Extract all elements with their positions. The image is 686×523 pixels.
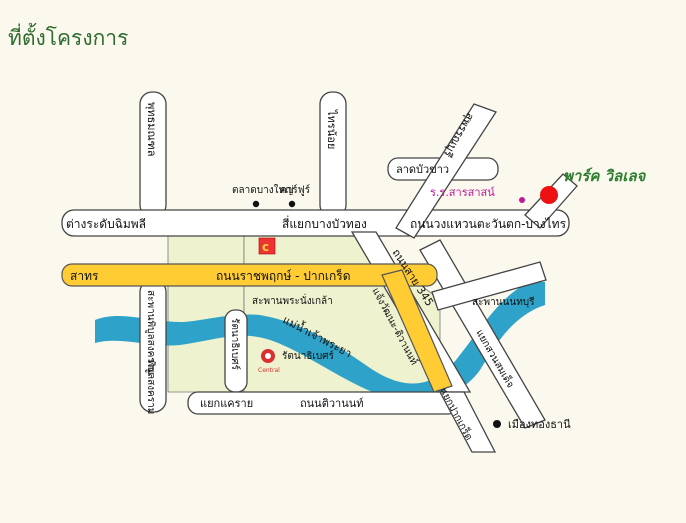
label-nonthaburi: สะพานนนทบุรี — [472, 296, 535, 308]
road-northeast — [431, 261, 547, 311]
carrefour-marker — [288, 200, 296, 208]
carrefour-logo — [258, 237, 276, 255]
label-east-road: ถนนวงแหวนตะวันตก-บางไทร — [410, 217, 567, 231]
highway-chaeng-watthana — [381, 269, 453, 393]
page-title: ที่ตั้งโครงการ — [8, 26, 129, 50]
muang-thong-marker — [493, 420, 501, 428]
label-rattanathibet-v: รัตนาธิเบศร์ — [229, 318, 241, 371]
label-ratchaphruek: ถนนราชพฤกษ์ - ปากเกร็ด — [216, 268, 351, 283]
park-village-logo: พาร์ค วิลเลจ — [563, 167, 647, 185]
label-phra-nang-klao: สะพานพระนั่งเกล้า — [252, 293, 333, 307]
road-pakkret-south — [438, 391, 497, 453]
label-muang-thong: เมืองทองธานี — [508, 418, 571, 431]
label-talad-bang-yai: ตลาดบางใหญ่ — [232, 184, 294, 196]
label-khae-rai: แยกแคราย — [200, 397, 253, 410]
label-bang-kruai2: พิบูลสงคราม — [145, 360, 156, 414]
logo-text: พาร์ค วิลเลจ — [563, 167, 647, 185]
market-marker — [252, 200, 260, 208]
label-carrefour: คาร์ฟูร์ — [280, 184, 311, 196]
central-icon — [261, 349, 275, 363]
school-marker — [519, 197, 525, 203]
label-sap-phra: สี่แยกบางบัวทอง — [282, 215, 367, 231]
label-lat-bua-khao: ลาดบัวขาว — [396, 163, 449, 176]
label-tiwanon: ถนนติวานนท์ — [300, 397, 364, 410]
label-school: ร.ร.สารสาสน์ — [430, 186, 495, 199]
label-sai-noi: ไทรน้อย — [325, 109, 338, 149]
highway-ratchaphruek — [61, 263, 438, 287]
carrefour-logo-c: c — [262, 240, 269, 254]
chao-phraya-river — [95, 282, 545, 402]
road-top-east — [61, 209, 570, 237]
label-central-brand: Central — [258, 367, 280, 374]
label-sathorn: สาทร — [70, 269, 99, 283]
label-sanambin-left: สะพานพิบูลสงคราม — [145, 290, 156, 375]
road-suphanburi — [395, 103, 497, 239]
label-central: รัตนาธิเบศร์ — [282, 350, 335, 362]
label-krathumbaen: ต่างระดับฉิมพลี — [66, 217, 146, 231]
project-marker — [540, 186, 558, 204]
label-phutthamonthon: พุทธมณฑล — [145, 102, 158, 157]
